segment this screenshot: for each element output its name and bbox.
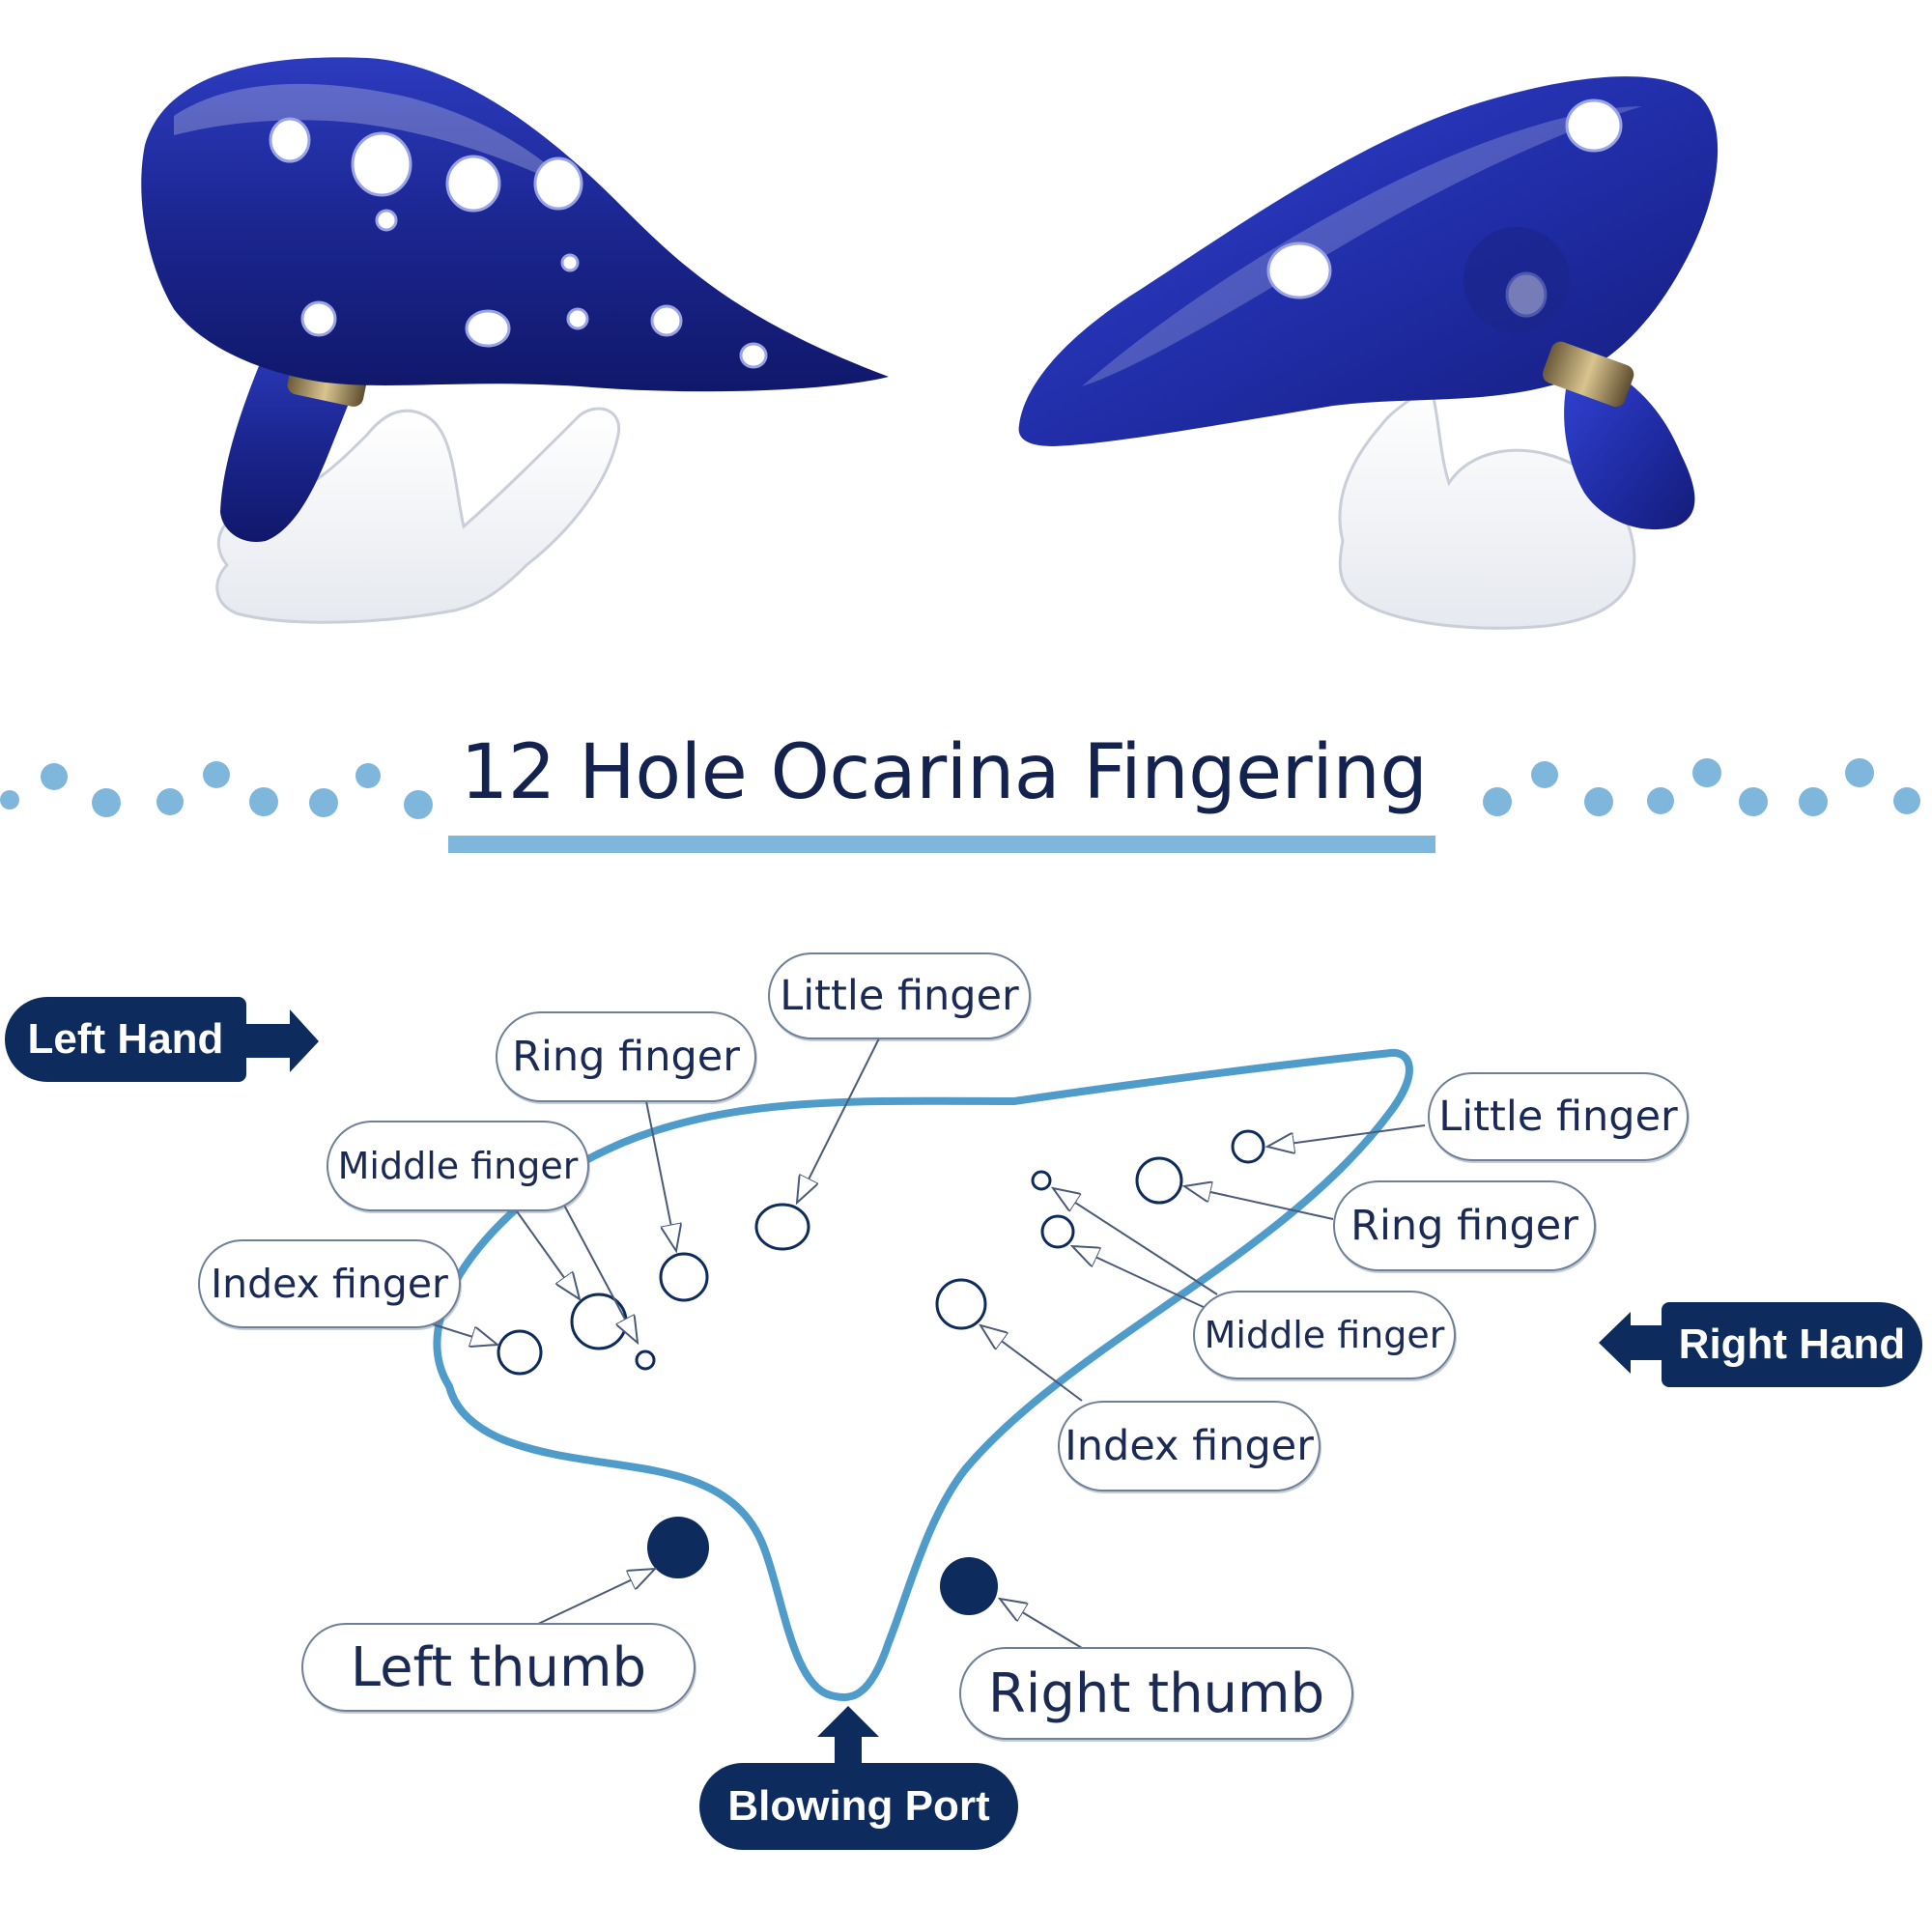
arrow-right-middle-sub [1053,1188,1218,1295]
blowing-port-tag: Blowing Port [699,1763,1018,1850]
left-hand-tag: Left Hand [5,997,246,1082]
left-middle-hole [570,1293,628,1350]
arrow-right-ring [1184,1186,1334,1220]
right-hand-holes [935,1129,1265,1330]
right-thumb-label: Right thumb [959,1647,1353,1740]
callout-arrows [429,1037,1426,1655]
right-index-hole [935,1278,987,1330]
brass-ring [1542,341,1634,408]
right-hand-arrow-icon [1599,1312,1681,1374]
left-index-hole [497,1329,543,1376]
arrow-right-index [980,1325,1083,1402]
arrow-left-middle-sub [559,1197,638,1343]
right-little-hole [1231,1129,1265,1164]
ocarina-front-view [141,57,889,624]
left-thumb-hole [647,1517,709,1578]
arrow-left-index [429,1322,497,1345]
right-hand-tag: Right Hand [1662,1302,1922,1387]
chart-title: 12 Hole Ocarina Fingering [460,729,1428,816]
right-ring-hole [1135,1156,1183,1205]
porcelain-hand-stand [215,407,621,624]
left-thumb-label: Left thumb [301,1623,696,1712]
arrow-left-little [797,1037,880,1203]
left-hand-holes [497,1203,810,1376]
left-ring-hole [659,1252,709,1302]
mouthpiece-stem [1564,357,1695,530]
right-index-finger-label: Index finger [1058,1401,1321,1492]
porcelain-hand-stand [1338,378,1636,630]
right-little-finger-label: Little finger [1428,1072,1689,1161]
right-middle-finger-label: Middle finger [1193,1291,1456,1379]
arrow-left-thumb [535,1569,655,1626]
left-index-finger-label: Index finger [198,1239,461,1328]
right-thumb-hole [940,1557,998,1615]
arrow-right-little [1267,1124,1426,1147]
title-underline [448,836,1435,853]
right-middle-hole [1040,1214,1075,1249]
left-ring-finger-label: Ring finger [496,1011,756,1102]
left-middle-finger-label: Middle finger [327,1121,589,1211]
arrow-left-ring [644,1095,676,1251]
ocarina-back-view [1018,76,1719,630]
left-little-hole [754,1203,810,1251]
arrow-left-middle [506,1197,580,1299]
ocarina-outline [433,1048,1413,1701]
left-hand-arrow-icon [232,1009,319,1072]
right-ring-finger-label: Ring finger [1333,1180,1596,1271]
blowing-port-arrow-icon [817,1706,879,1768]
left-middle-sub-hole [635,1350,656,1371]
ocarina-body [1018,76,1719,447]
arrow-right-middle [1072,1246,1208,1310]
ocarina-product-illustration [141,57,1719,630]
left-little-finger-label: Little finger [768,952,1031,1039]
arrow-right-thumb [1000,1599,1093,1655]
right-middle-sub-hole [1031,1170,1052,1191]
